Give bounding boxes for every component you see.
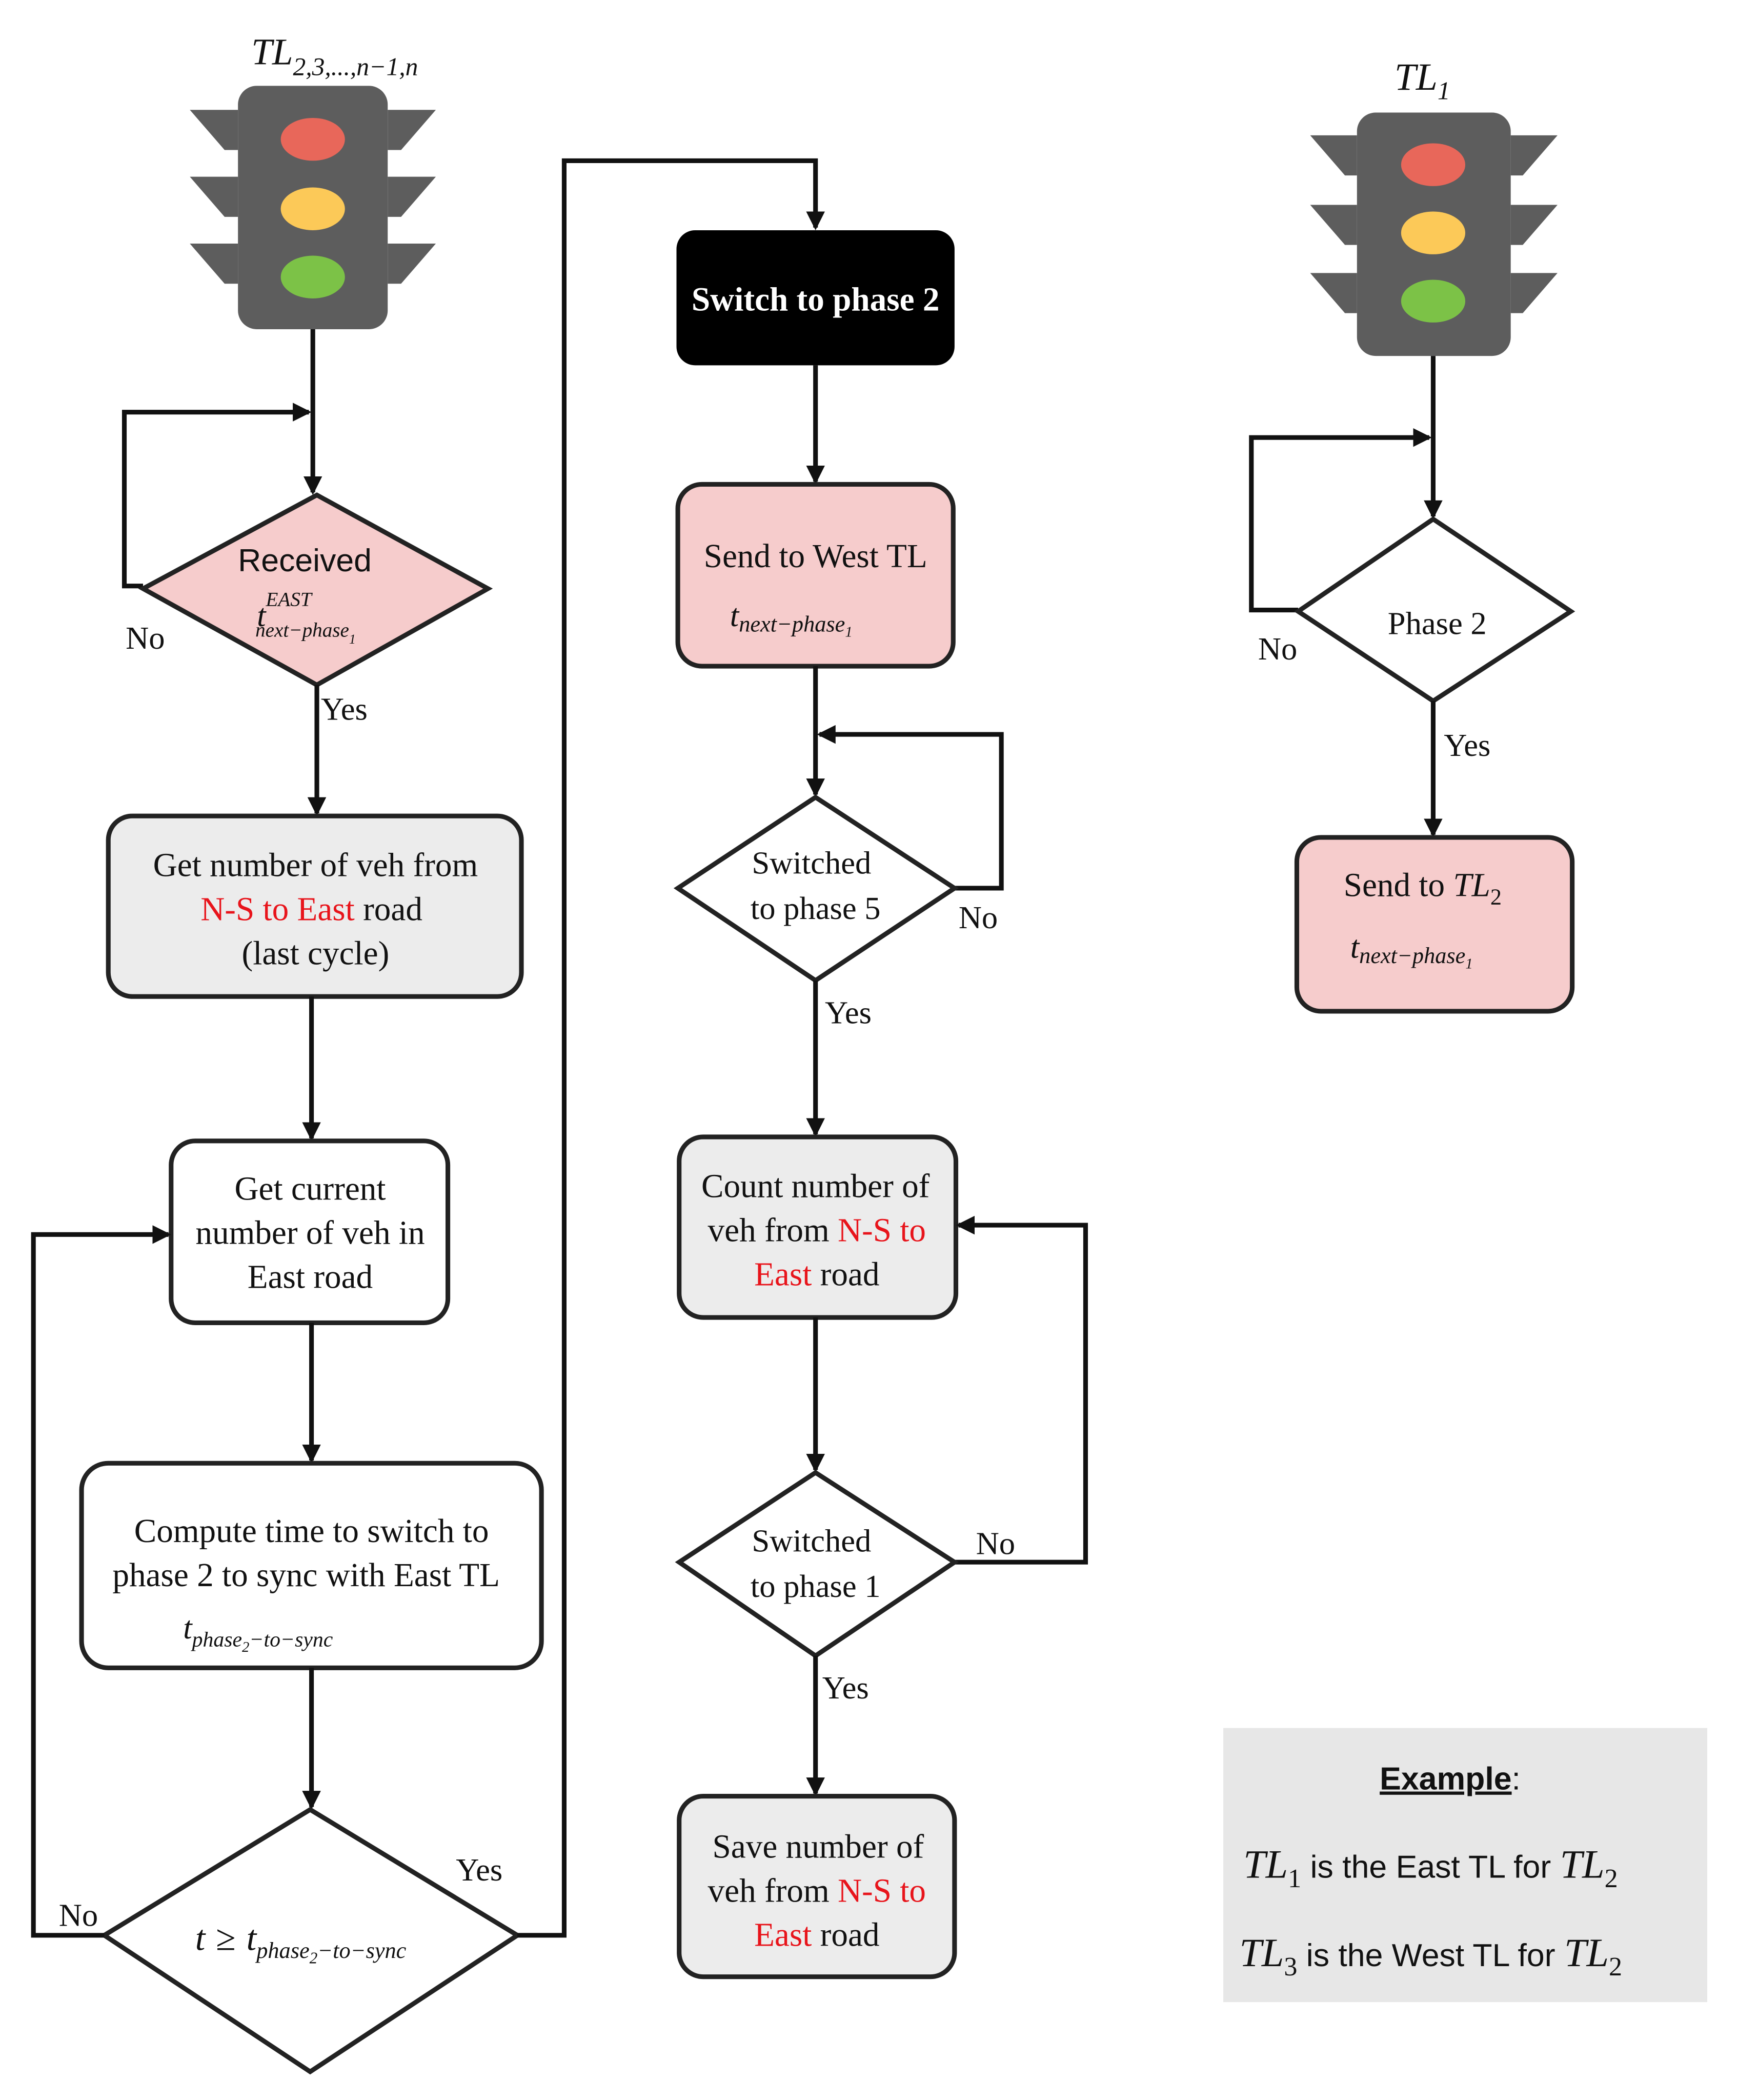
example-line-2: TL3 is the West TL for TL2 <box>1239 1930 1622 1982</box>
svg-text:veh from N-S to: veh from N-S to <box>708 1873 926 1910</box>
svg-text:N-S to East road: N-S to East road <box>200 891 422 928</box>
example-panel: Example: TL1 is the East TL for TL2 TL3 … <box>1223 1728 1708 2003</box>
svg-text:Send to West TL: Send to West TL <box>704 538 927 575</box>
decision-phase-2: Phase 2 <box>1294 516 1575 704</box>
decision-switched-phase-5: Switched to phase 5 <box>673 794 959 984</box>
svg-text:to phase 5: to phase 5 <box>751 890 881 926</box>
box-get-number-veh: Get number of veh from N-S to East road … <box>106 813 524 999</box>
label-yes-received: Yes <box>321 691 368 727</box>
box-send-to-tl2: Send to TL2 tnext−phase1 <box>1294 835 1575 1014</box>
box-send-west-tl: Send to West TL tnext−phase1 <box>675 482 956 669</box>
svg-text:Get number of veh from: Get number of veh from <box>153 847 478 884</box>
signal-label-right: TL1 <box>1395 56 1450 105</box>
svg-text:East road: East road <box>248 1259 373 1296</box>
svg-text:Get current: Get current <box>234 1171 386 1208</box>
label-yes-compare: Yes <box>456 1852 502 1888</box>
decision-time-compare: t≥tphase2−to−sync <box>99 1807 522 2075</box>
svg-text:phase 2 to sync with East TL: phase 2 to sync with East TL <box>112 1557 500 1594</box>
signal-label-left: TL2,3,...,n−1,n <box>251 31 418 81</box>
svg-text:number of veh in: number of veh in <box>195 1215 425 1252</box>
box-get-current-veh: Get current number of veh in East road <box>169 1138 451 1326</box>
box-save-veh: Save number of veh from N-S to East road <box>677 1794 957 1979</box>
svg-text:Count number of: Count number of <box>701 1168 930 1205</box>
label-no-phase5: No <box>959 899 998 935</box>
example-title: Example: <box>1380 1761 1521 1797</box>
label-no-received: No <box>126 620 165 656</box>
var-t-phase2-to-sync: tphase2−to−sync <box>183 1610 333 1655</box>
var-t-next-phase-1: tnext−phase1 <box>730 597 853 641</box>
svg-text:Save number of: Save number of <box>713 1829 924 1866</box>
box-count-veh: Count number of veh from N-S to East roa… <box>677 1134 959 1320</box>
svg-text:Switch to phase 2: Switch to phase 2 <box>692 281 940 318</box>
label-no-phase1: No <box>976 1526 1015 1562</box>
decision-switched-phase-1: Switched to phase 1 <box>675 1470 959 1659</box>
svg-text:Phase 2: Phase 2 <box>1388 606 1487 642</box>
svg-text:Received: Received <box>238 543 372 578</box>
label-yes-phase2: Yes <box>1444 727 1490 763</box>
svg-text:veh from N-S to: veh from N-S to <box>708 1212 926 1249</box>
svg-text:East road: East road <box>754 1256 879 1293</box>
svg-text:to phase 1: to phase 1 <box>751 1568 881 1604</box>
traffic-light-icon-left <box>190 86 436 329</box>
var-t-ge-phase2-sync: t≥tphase2−to−sync <box>195 1918 407 1967</box>
box-compute-time: Compute time to switch to phase 2 to syn… <box>79 1461 544 1670</box>
svg-text:Switched: Switched <box>752 845 871 881</box>
box-switch-phase-2: Switch to phase 2 <box>676 230 955 366</box>
label-yes-phase1: Yes <box>822 1670 869 1706</box>
svg-text:Switched: Switched <box>752 1523 871 1558</box>
svg-text:Compute time to switch to: Compute time to switch to <box>134 1513 489 1550</box>
svg-text:East road: East road <box>754 1917 879 1954</box>
example-line-1: TL1 is the East TL for TL2 <box>1243 1842 1618 1893</box>
label-no-compare: No <box>59 1897 98 1933</box>
label-no-phase2: No <box>1258 631 1297 667</box>
var-t-next-phase-1-right: tnext−phase1 <box>1350 929 1473 972</box>
svg-text:Send to TL2: Send to TL2 <box>1344 867 1502 910</box>
traffic-light-icon-right <box>1310 112 1558 356</box>
label-yes-phase5: Yes <box>825 994 872 1030</box>
svg-text:(last cycle): (last cycle) <box>242 935 390 972</box>
